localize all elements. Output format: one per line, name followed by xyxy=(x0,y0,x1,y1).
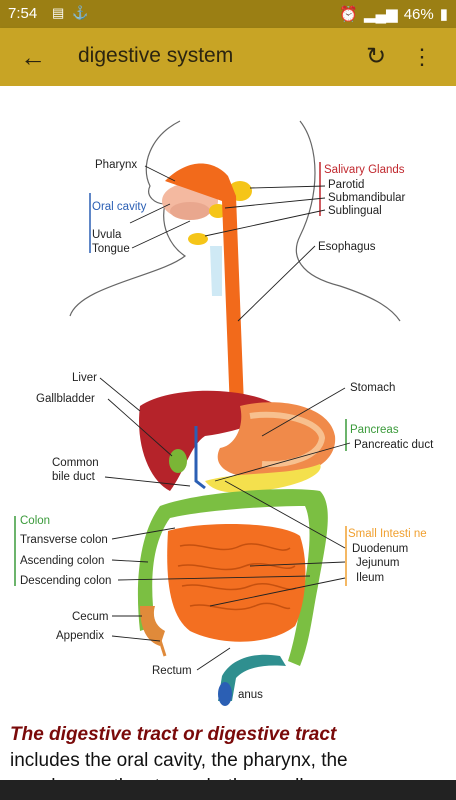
body-outline xyxy=(69,120,187,317)
caption-headline: The digestive tract or digestive tract xyxy=(10,724,337,745)
navigation-bar xyxy=(0,780,456,800)
bile-duct xyxy=(194,426,206,490)
label-rectum: Rectum xyxy=(152,665,192,677)
label-ileum: Ileum xyxy=(356,572,384,584)
colon-shape xyxy=(137,489,328,666)
small-intestine-shape xyxy=(167,524,306,642)
back-button[interactable]: ← xyxy=(16,40,50,74)
signal-icon: ▂▄▆ xyxy=(364,6,398,23)
label-colon: Colon xyxy=(20,515,50,527)
label-parotid: Parotid xyxy=(328,179,364,191)
label-liver: Liver xyxy=(72,372,97,384)
gallbladder-shape xyxy=(169,449,187,473)
label-tongue: Tongue xyxy=(92,243,130,255)
anchor-icon: ⚓ xyxy=(72,5,89,20)
label-small-intestine: Small Intesti ne xyxy=(348,528,427,540)
status-bar: 7:54 ▤ ⚓ ⏰ ▂▄▆ 46% ▮ xyxy=(0,0,456,28)
content-area[interactable]: Pharynx Oral cavity Uvula Tongue Salivar… xyxy=(0,86,456,800)
label-submandibular: Submandibular xyxy=(328,192,406,204)
label-oral-cavity: Oral cavity xyxy=(92,201,147,213)
esophagus-shape xyxy=(165,163,244,411)
refresh-button[interactable]: ↻ xyxy=(360,40,392,74)
more-options-button[interactable]: ⋮ xyxy=(408,40,436,74)
page-title: digestive system xyxy=(78,44,234,67)
label-appendix: Appendix xyxy=(56,630,104,642)
refresh-icon: ↻ xyxy=(365,43,387,70)
label-uvula: Uvula xyxy=(92,229,122,241)
rectum-shape xyxy=(218,654,286,701)
anus-shape xyxy=(218,682,232,706)
calendar-icon: ▤ xyxy=(52,5,65,20)
label-descending-colon: Descending colon xyxy=(20,575,111,587)
digestive-system-diagram: Pharynx Oral cavity Uvula Tongue Salivar… xyxy=(14,120,434,706)
label-common-bile-duct-2: bile duct xyxy=(52,471,96,483)
label-duodenum: Duodenum xyxy=(352,543,408,555)
label-stomach: Stomach xyxy=(350,382,395,394)
battery-icon: ▮ xyxy=(439,6,448,23)
label-pancreas: Pancreas xyxy=(350,424,399,436)
body-outline-right xyxy=(295,120,401,322)
label-sublingual: Sublingual xyxy=(328,205,382,217)
battery-percent: 46% xyxy=(403,5,434,23)
label-pancreatic-duct: Pancreatic duct xyxy=(354,439,434,451)
label-pharynx: Pharynx xyxy=(95,159,137,171)
label-anus: anus xyxy=(238,689,263,701)
tongue-shape xyxy=(170,202,210,220)
arrow-left-icon: ← xyxy=(20,42,46,72)
label-cecum: Cecum xyxy=(72,611,108,623)
appendix-shape xyxy=(156,633,167,657)
label-jejunum: Jejunum xyxy=(356,557,399,569)
sublingual-gland xyxy=(188,233,208,245)
label-esophagus: Esophagus xyxy=(318,241,376,253)
label-transverse-colon: Transverse colon xyxy=(20,534,108,546)
more-vert-icon: ⋮ xyxy=(411,44,433,69)
label-ascending-colon: Ascending colon xyxy=(20,555,104,567)
label-gallbladder: Gallbladder xyxy=(36,393,95,405)
label-salivary-glands: Salivary Glands xyxy=(324,164,405,176)
caption-body: includes the oral cavity, the pharynx, t… xyxy=(10,750,348,771)
app-bar: ← digestive system ↻ ⋮ xyxy=(0,28,456,86)
status-time: 7:54 xyxy=(8,5,38,22)
alarm-icon: ⏰ xyxy=(339,6,358,23)
trachea-shape xyxy=(210,246,222,296)
label-common-bile-duct-1: Common xyxy=(52,457,99,469)
